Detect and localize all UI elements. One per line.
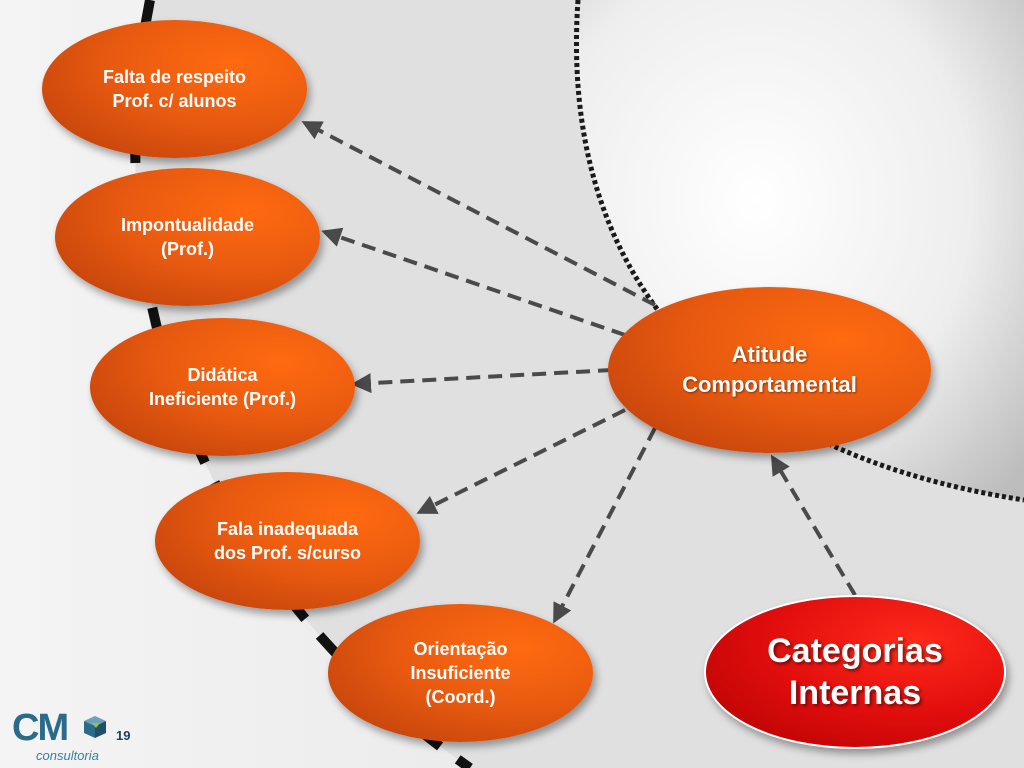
node-fala-inadequada: Fala inadequada dos Prof. s/curso — [155, 472, 420, 610]
node-impontualidade: Impontualidade (Prof.) — [55, 168, 320, 306]
logo-mark: CM — [12, 707, 69, 749]
node-didatica-line2: Ineficiente (Prof.) — [148, 389, 296, 409]
node-orientacao-line2: Insuficiente — [410, 663, 511, 683]
node-respeito-line1: Falta de respeito — [102, 67, 247, 87]
node-fala-line1: Fala inadequada — [216, 519, 359, 539]
node-fala-line2: dos Prof. s/curso — [213, 543, 362, 563]
node-impontualidade-line1: Impontualidade — [120, 215, 254, 235]
node-categorias-line1: Categorias — [767, 632, 943, 670]
company-logo: CM consultoria — [12, 708, 122, 764]
cube-icon — [84, 716, 106, 738]
arrow-to-orientacao — [553, 427, 657, 624]
arrow-to-fala — [416, 408, 626, 514]
node-orientacao-insuficiente: Orientação Insuficiente (Coord.) — [328, 604, 593, 742]
node-falta-de-respeito: Falta de respeito Prof. c/ alunos — [42, 20, 307, 158]
node-orientacao-line3: (Coord.) — [425, 687, 496, 707]
node-atitude-comportamental: Atitude Comportamental — [608, 287, 931, 453]
node-respeito-line2: Prof. c/ alunos — [112, 91, 237, 111]
node-categorias-line2: Internas — [788, 674, 922, 712]
node-categorias-internas: Categorias Internas — [704, 595, 1006, 749]
node-didatica-line1: Didática — [187, 365, 258, 385]
node-didatica-ineficiente: Didática Ineficiente (Prof.) — [90, 318, 355, 456]
arrow-categorias-to-center — [770, 454, 857, 597]
node-center-line2: Comportamental — [682, 372, 857, 397]
node-center-line1: Atitude — [731, 342, 808, 367]
page-number: 19 — [116, 728, 131, 743]
logo-subtitle: consultoria — [36, 748, 99, 763]
node-orientacao-line1: Orientação — [413, 639, 508, 659]
arrow-to-impontualidade — [321, 227, 626, 337]
node-impontualidade-line2: (Prof.) — [161, 239, 214, 259]
